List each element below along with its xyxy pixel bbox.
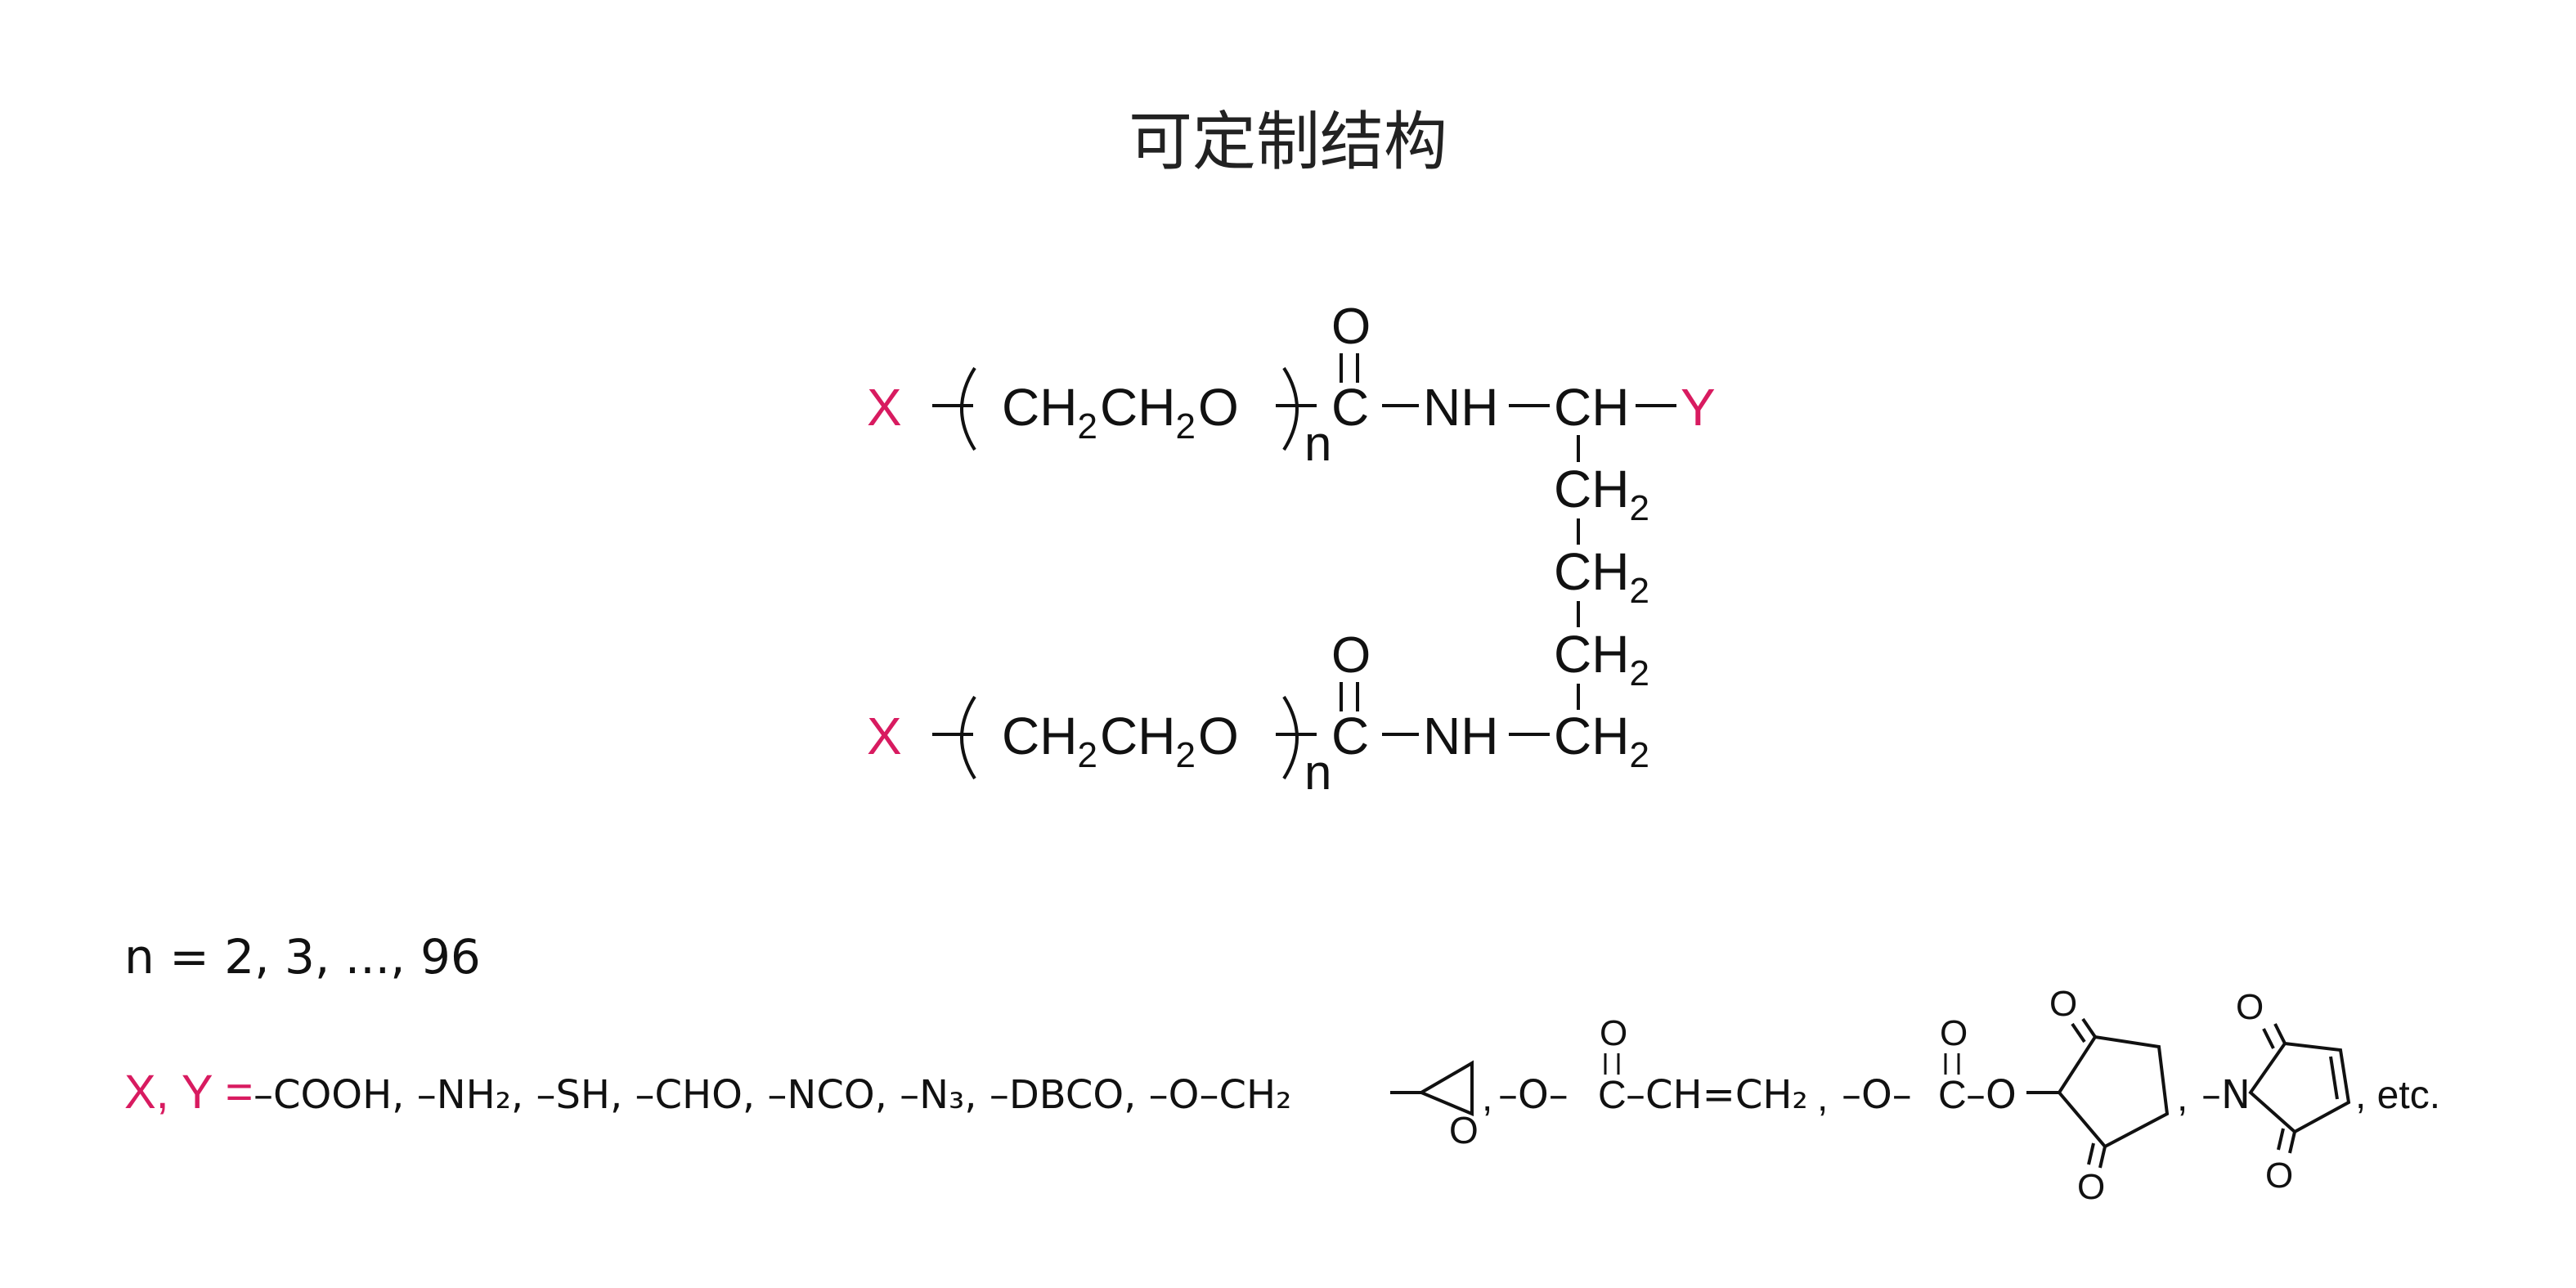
top-chain: X CH2 CH2 O n O C NH CH Y <box>867 298 1716 471</box>
comma-2: , <box>1817 1076 1828 1120</box>
acrylate-carbonyl-o: O <box>1600 1013 1627 1053</box>
n-values-text: n = 2, 3, ..., 96 <box>124 929 481 985</box>
maleimide-n: –N <box>2201 1072 2251 1118</box>
groups-simple: –COOH, –NH₂, –SH, –CHO, –NCO, –N₃, –DBCO… <box>254 1072 1291 1118</box>
bottom-ether-o: O <box>1198 707 1239 765</box>
top-paren-right <box>1282 366 1299 451</box>
bottom-ch2-terminal: CH2 <box>1554 707 1649 775</box>
maleimide-ring <box>2248 1041 2351 1134</box>
maleimide-o-bottom: O <box>2265 1156 2293 1196</box>
bottom-chain: X CH2 CH2 O n O C NH CH2 <box>867 627 1649 800</box>
bottom-paren-right <box>1282 695 1299 780</box>
acrylate-o: –O– <box>1498 1072 1568 1118</box>
linker-ch2-2: CH2 <box>1554 542 1649 611</box>
maleimide-cc-double <box>2329 1056 2339 1100</box>
top-ch2-2: CH2 <box>1100 378 1196 447</box>
nhs-carbonyl-o: O <box>1940 1013 1968 1053</box>
vertical-linker: CH2 CH2 CH2 <box>1554 435 1649 710</box>
succinimide-co-top <box>2081 1017 2097 1039</box>
top-repeat-n: n <box>1304 416 1331 471</box>
succinimide-co-bottom <box>2098 1146 2107 1169</box>
functional-groups: X, Y = –COOH, –NH₂, –SH, –CHO, –NCO, –N₃… <box>124 984 2440 1207</box>
groups-etc: , etc. <box>2355 1074 2440 1117</box>
epoxide-ring <box>1417 1060 1474 1117</box>
bottom-repeat-n: n <box>1304 745 1331 800</box>
bottom-carbonyl-c: C <box>1331 707 1369 765</box>
maleimide-co-bottom-b <box>2277 1128 2285 1151</box>
nhs-c: C <box>1938 1074 1967 1117</box>
succinimide-co-bottom-b <box>2087 1142 2095 1165</box>
comma-3: , <box>2177 1076 2188 1120</box>
top-ch: CH <box>1554 378 1629 437</box>
bottom-paren-left <box>960 695 976 780</box>
nhs-o2: –O <box>1966 1072 2017 1118</box>
epoxide-o: O <box>1449 1109 1479 1151</box>
bottom-carbonyl-o: O <box>1331 627 1371 684</box>
succinimide-co-top-b <box>2071 1022 2086 1043</box>
top-carbonyl-c: C <box>1331 378 1369 437</box>
top-nh: NH <box>1423 378 1498 437</box>
groups-prefix: X, Y = <box>124 1066 254 1119</box>
top-ether-o: O <box>1198 378 1239 437</box>
bottom-ch2-1: CH2 <box>1002 707 1097 775</box>
succinimide-o-bottom: O <box>2077 1167 2105 1207</box>
linker-ch2-3: CH2 <box>1554 625 1649 693</box>
comma-1: , <box>1482 1076 1492 1120</box>
acrylate-rest: –CH=CH₂ <box>1626 1072 1808 1118</box>
bottom-x-label: X <box>867 707 902 765</box>
top-carbonyl-o: O <box>1331 298 1371 355</box>
maleimide-o-top: O <box>2236 987 2264 1027</box>
succinimide-o-top: O <box>2049 984 2077 1024</box>
succinimide-ring <box>2057 1034 2170 1149</box>
acrylate-c: C <box>1598 1074 1627 1117</box>
top-x-label: X <box>867 378 902 437</box>
top-ch2-1: CH2 <box>1002 378 1097 447</box>
maleimide-co-top-b <box>2262 1028 2275 1049</box>
bottom-nh: NH <box>1423 707 1498 765</box>
top-y-label: Y <box>1681 378 1716 437</box>
page-title: 可定制结构 <box>1129 105 1447 179</box>
nhs-o: –O– <box>1842 1072 1912 1118</box>
maleimide-co-top <box>2273 1023 2287 1044</box>
top-paren-left <box>960 366 976 451</box>
linker-ch2-1: CH2 <box>1554 460 1649 528</box>
maleimide-co-bottom <box>2288 1131 2296 1154</box>
bottom-ch2-2: CH2 <box>1100 707 1196 775</box>
